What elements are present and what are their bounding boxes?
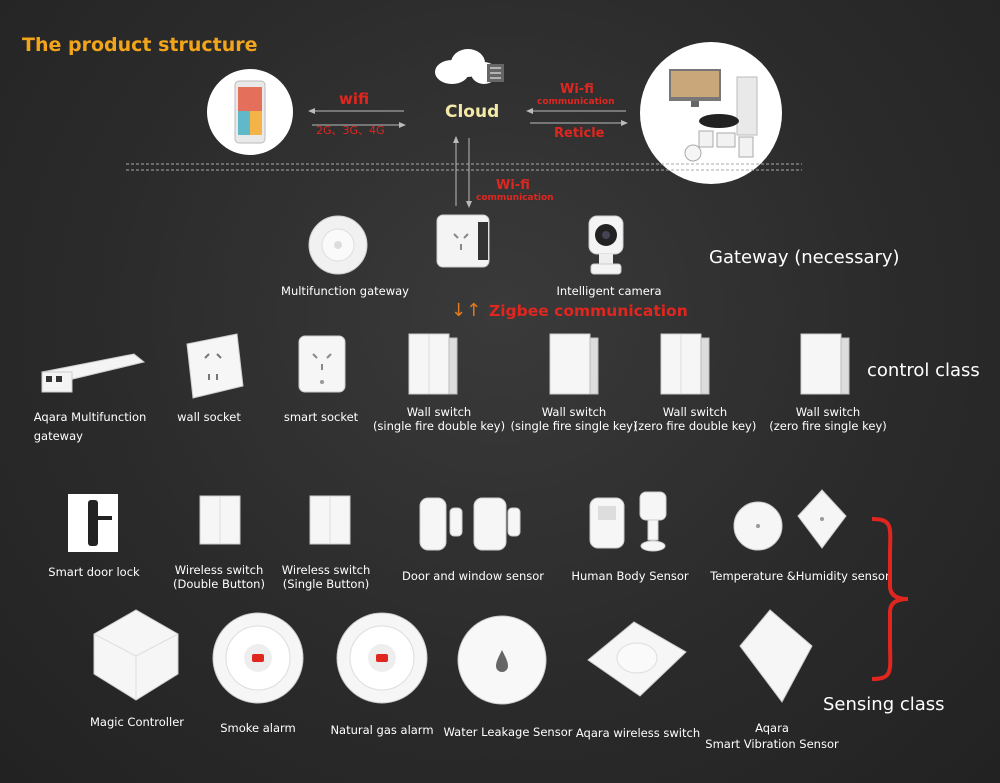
phone-image [206,68,294,156]
wall-switch-zfsk-image [800,333,850,395]
control-caption-6: Wall switch (zero fire single key) [769,405,887,433]
gateway-caption-0: Multifunction gateway [281,284,409,298]
wifi-comm-down-title: Wi-fi [496,178,530,193]
wireless-switch-double-image [199,495,241,545]
control-class-label: control class [867,360,980,381]
sensing-r2-caption-2: Natural gas alarm [330,723,434,737]
control-caption-4-line1: Wall switch [541,405,607,419]
magic-controller-image [93,609,179,701]
vibration-sensor-image [739,609,813,703]
wifi-arrows [308,108,406,128]
wall-switch-sfsk-image [549,333,599,395]
wifi-label: wifi [339,90,370,108]
camera-image [588,215,624,275]
human-body-sensor-image [589,491,667,552]
sensing-r1-caption-3: Door and window sensor [402,569,544,583]
gateway-caption-1: Intelligent camera [556,284,662,298]
sensing-r2-caption-5-line1: Aqara [755,721,789,735]
sensing-r1-caption-2: Wireless switch (Single Button) [282,563,371,591]
aqara-curtain-gateway-image [41,353,146,393]
control-caption-2: smart socket [283,410,359,424]
control-caption-3: Wall switch (single fire double key) [373,405,505,433]
control-caption-3-line1: Wall switch [406,405,472,419]
control-caption-6-line1: Wall switch [795,405,861,419]
sensing-r1-caption-2-line2: (Single Button) [282,577,370,591]
control-caption-5-line2: (zero fire double key) [633,419,757,433]
sensing-r2-caption-3: Water Leakage Sensor [443,725,573,739]
sensing-r2-caption-4: Aqara wireless switch [575,726,701,740]
wifi-comm-down-sub: communication [476,193,554,203]
control-caption-0-line1: Aqara Multifunction [33,410,147,424]
door-window-sensor-image [419,497,521,551]
sensing-r2-caption-5-line2: Smart Vibration Sensor [705,737,839,751]
natural-gas-alarm-image [336,612,428,704]
appliances-image [639,41,783,185]
sensing-class-label: Sensing class [823,694,945,715]
dashed-divider [126,163,802,171]
gateway-class-label: Gateway (necessary) [709,247,900,268]
zigbee-label: Zigbee communication [489,302,688,320]
aqara-wireless-switch-image [587,621,687,697]
wifi-comm-right-title: Wi-fi [560,82,594,97]
reticle-label: Reticle [554,126,605,141]
water-leakage-sensor-image [457,615,547,705]
network-label: 2G、3G、4G [316,124,385,137]
cloud-gateway-arrows [453,136,472,208]
control-caption-4-line2: (single fire single key) [510,419,638,433]
wireless-switch-single-image [309,495,351,545]
cloud-icon [435,49,504,84]
sensing-r1-caption-4: Human Body Sensor [571,569,689,583]
wifi-comm-right-sub: communication [537,97,615,107]
control-caption-1: wall socket [177,410,241,424]
sensing-brace [871,517,909,681]
sensing-r1-caption-0: Smart door lock [48,565,140,579]
smoke-alarm-image [212,612,304,704]
sensing-r2-caption-1: Smoke alarm [220,721,296,735]
control-caption-5-line1: Wall switch [662,405,728,419]
temp-humidity-sensor-image [733,489,847,551]
sensing-r2-caption-5: Aqara Smart Vibration Sensor [705,721,838,751]
control-caption-0-line2: gateway [33,429,83,443]
control-caption-4: Wall switch (single fire single key) [511,405,638,433]
multifunction-gateway-image [308,215,368,275]
control-caption-0: Aqara Multifunction gateway [34,410,147,443]
smart-socket-image [298,335,346,393]
wifi-reticle-arrows [526,108,628,126]
sensing-r1-caption-1: Wireless switch (Double Button) [173,563,265,591]
socket-gateway-image [436,214,490,268]
cloud-label: Cloud [445,102,500,122]
control-caption-5: Wall switch (zero fire double key) [634,405,757,433]
smart-door-lock-image [68,494,118,552]
zigbee-arrows: ↓↑ [451,300,482,321]
control-caption-3-line2: (single fire double key) [372,419,506,433]
wall-switch-sfdk-image [408,333,458,395]
sensing-r2-caption-0: Magic Controller [89,715,185,729]
sensing-r1-caption-1-line1: Wireless switch [174,563,264,577]
sensing-r1-caption-5: Temperature &Humidity sensor [710,569,890,583]
control-caption-6-line2: (zero fire single key) [769,419,887,433]
sensing-r1-caption-2-line1: Wireless switch [281,563,371,577]
wall-socket-image [186,333,244,399]
wall-switch-zfdk-image [660,333,710,395]
page-title: The product structure [22,34,258,56]
sensing-r1-caption-1-line2: (Double Button) [173,577,265,591]
